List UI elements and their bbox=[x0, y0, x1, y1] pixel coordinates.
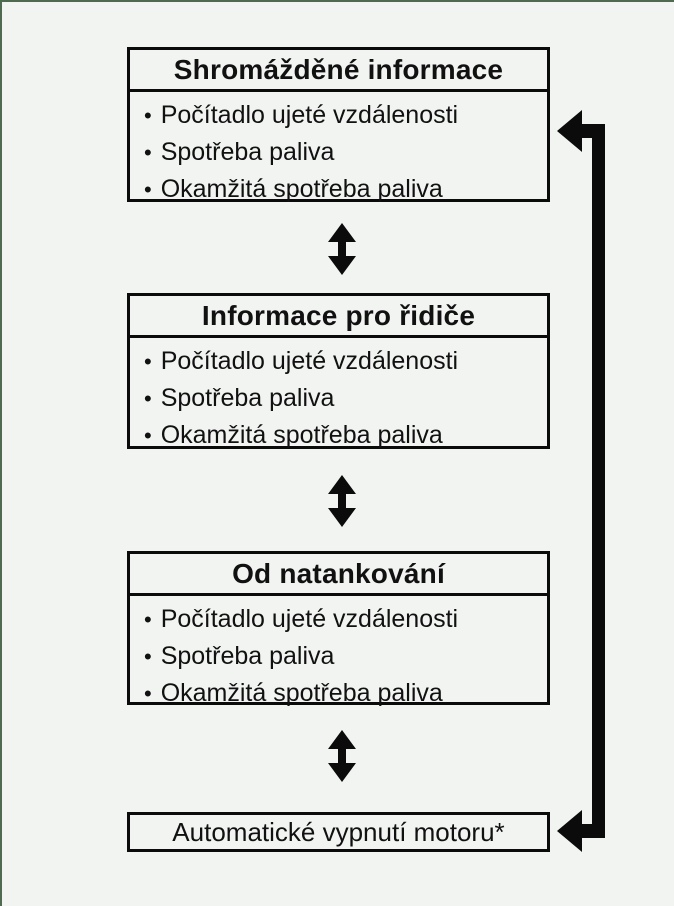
box-automatic-engine-shutoff: Automatické vypnutí motoru* bbox=[127, 812, 550, 852]
box-title: Informace pro řidiče bbox=[130, 296, 547, 338]
list-item: • Okamžitá spotřeba paliva bbox=[144, 675, 541, 712]
box-title: Shromážděné informace bbox=[130, 50, 547, 92]
box-item-list: • Počítadlo ujeté vzdálenosti • Spotřeba… bbox=[130, 92, 547, 214]
list-item-label: Počítadlo ujeté vzdálenosti bbox=[160, 347, 459, 375]
list-item-label: Počítadlo ujeté vzdálenosti bbox=[160, 101, 459, 129]
list-item-label: Okamžitá spotřeba paliva bbox=[160, 421, 443, 449]
list-item: • Spotřeba paliva bbox=[144, 638, 541, 675]
bullet-icon: • bbox=[144, 140, 152, 165]
bullet-icon: • bbox=[144, 177, 152, 202]
list-item: • Okamžitá spotřeba paliva bbox=[144, 171, 541, 208]
bullet-icon: • bbox=[144, 644, 152, 669]
list-item: • Počítadlo ujeté vzdálenosti bbox=[144, 343, 541, 380]
bullet-icon: • bbox=[144, 607, 152, 632]
list-item-label: Spotřeba paliva bbox=[160, 384, 335, 412]
box-title: Od natankování bbox=[130, 554, 547, 596]
bullet-icon: • bbox=[144, 423, 152, 448]
box-collected-information: Shromážděné informace • Počítadlo ujeté … bbox=[127, 47, 550, 203]
loop-return-arrow-icon bbox=[552, 102, 618, 862]
list-item: • Spotřeba paliva bbox=[144, 134, 541, 171]
box-item-list: • Počítadlo ujeté vzdálenosti • Spotřeba… bbox=[130, 596, 547, 718]
box-item-list: • Počítadlo ujeté vzdálenosti • Spotřeba… bbox=[130, 338, 547, 460]
list-item-label: Počítadlo ujeté vzdálenosti bbox=[160, 605, 459, 633]
list-item: • Počítadlo ujeté vzdálenosti bbox=[144, 97, 541, 134]
list-item-label: Okamžitá spotřeba paliva bbox=[160, 679, 443, 707]
box-driver-information: Informace pro řidiče • Počítadlo ujeté v… bbox=[127, 293, 550, 449]
double-headed-vertical-arrow-icon bbox=[327, 475, 357, 527]
bullet-icon: • bbox=[144, 386, 152, 411]
box-title: Automatické vypnutí motoru* bbox=[172, 816, 505, 847]
box-since-refuelling: Od natankování • Počítadlo ujeté vzdálen… bbox=[127, 551, 550, 707]
bullet-icon: • bbox=[144, 349, 152, 374]
double-headed-vertical-arrow-icon bbox=[327, 730, 357, 782]
list-item-label: Spotřeba paliva bbox=[160, 642, 335, 670]
bullet-icon: • bbox=[144, 103, 152, 128]
list-item: • Okamžitá spotřeba paliva bbox=[144, 417, 541, 454]
double-headed-vertical-arrow-icon bbox=[327, 223, 357, 275]
list-item-label: Okamžitá spotřeba paliva bbox=[160, 175, 443, 203]
bullet-icon: • bbox=[144, 681, 152, 706]
list-item: • Počítadlo ujeté vzdálenosti bbox=[144, 601, 541, 638]
list-item-label: Spotřeba paliva bbox=[160, 138, 335, 166]
list-item: • Spotřeba paliva bbox=[144, 380, 541, 417]
